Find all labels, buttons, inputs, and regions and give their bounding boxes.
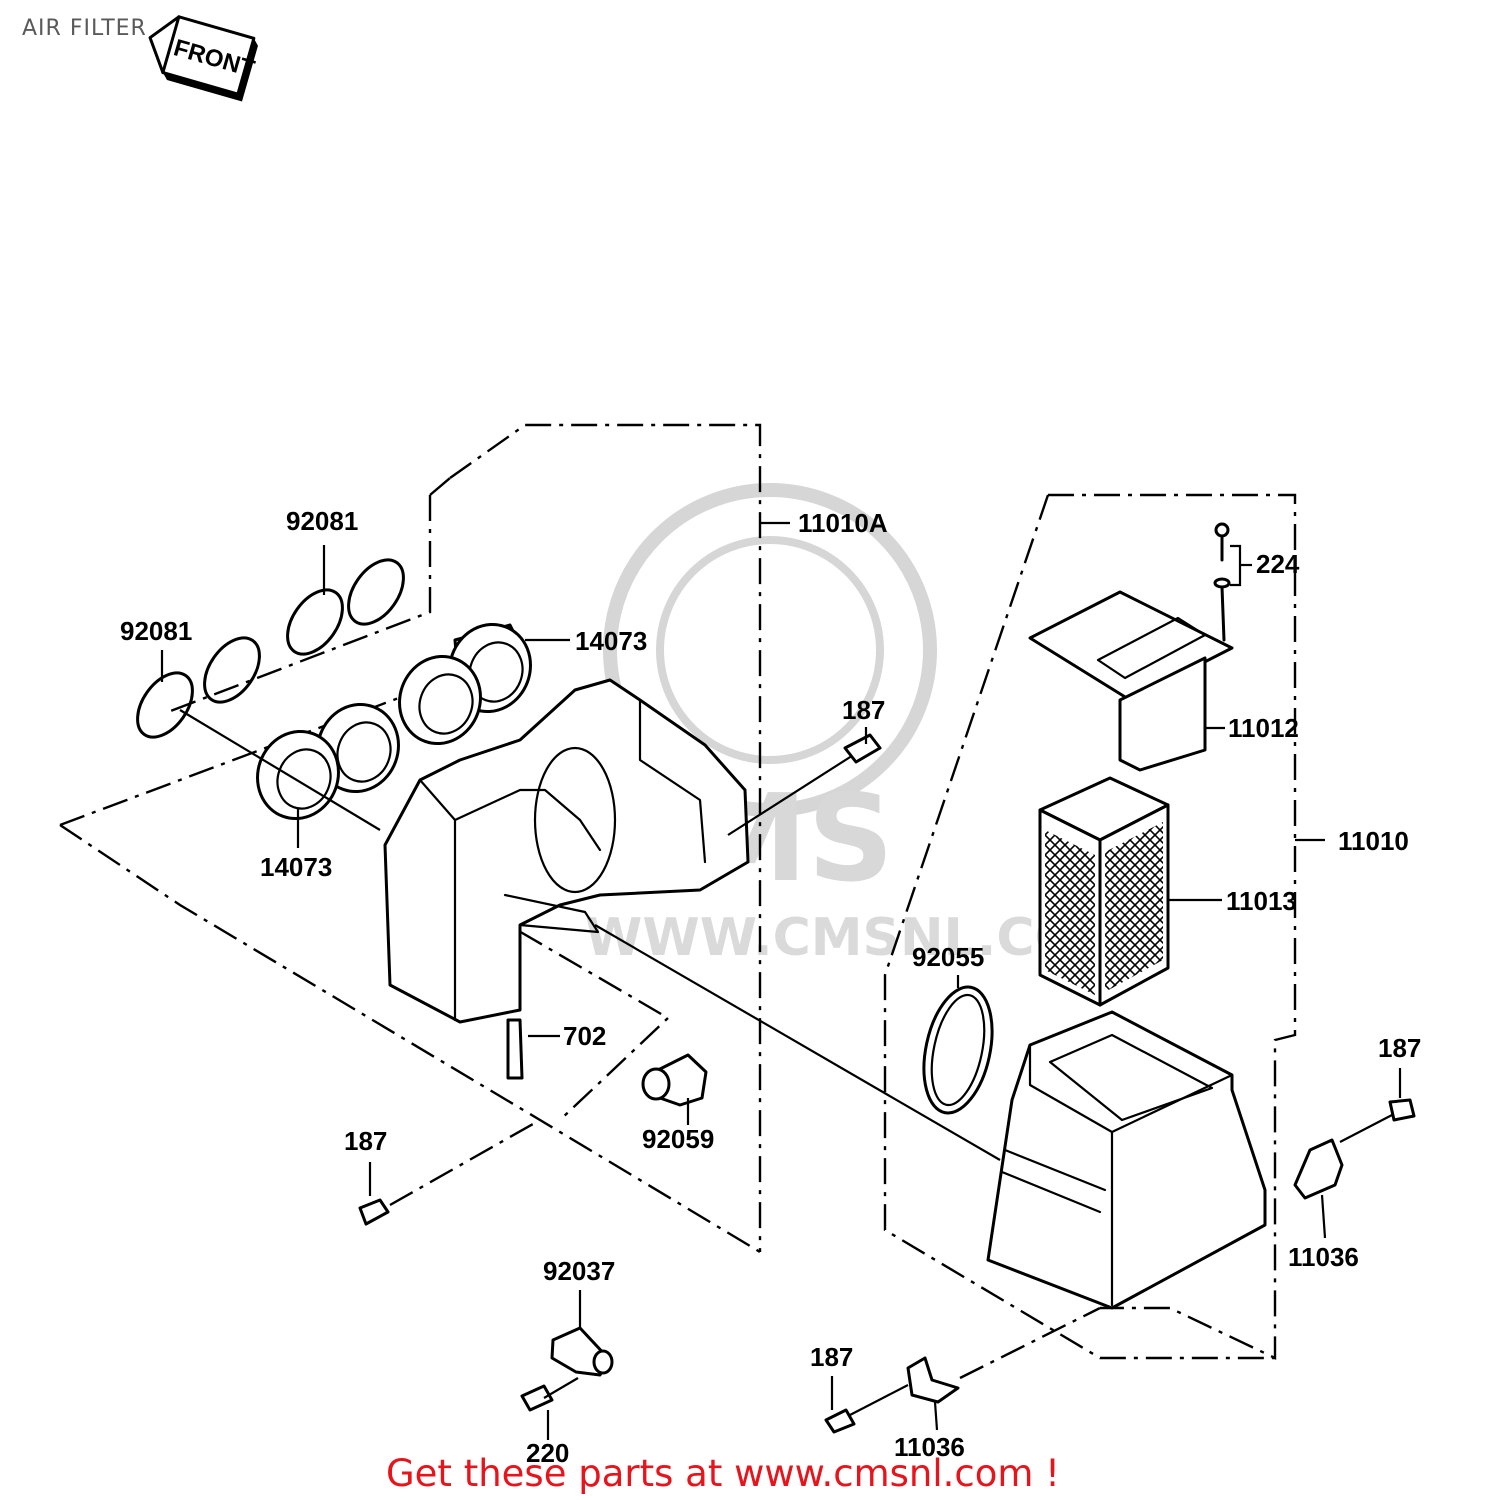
screws-224	[1213, 522, 1252, 642]
drain-plug-702	[506, 1018, 560, 1080]
gasket-92055	[922, 985, 994, 1115]
bolt-187-left	[358, 1118, 541, 1226]
callout-11010: 11010	[1338, 826, 1409, 856]
callout-92081-lower: 92081	[120, 616, 192, 646]
o-ring	[136, 671, 194, 739]
leader-lines	[160, 521, 1325, 988]
callout-labels: 92081 92081 14073 14073 11010A 187 224 1…	[120, 506, 1421, 1468]
upper-housing	[383, 678, 750, 1024]
callout-11010A: 11010A	[798, 508, 888, 538]
o-rings-92081	[136, 558, 405, 739]
boundary-11010	[883, 493, 1297, 1360]
filter-element-11013	[1038, 776, 1222, 1007]
bolt-187-bottom	[824, 1376, 909, 1434]
lower-case	[986, 1010, 1267, 1310]
callout-14073-left: 14073	[260, 852, 332, 882]
callout-92055: 92055	[912, 942, 984, 972]
filter-cover-11012	[1028, 590, 1234, 772]
callout-92059: 92059	[642, 1124, 714, 1154]
callout-220: 220	[526, 1438, 569, 1468]
callout-224: 224	[1256, 549, 1300, 579]
page-title: AIR FILTER	[22, 16, 147, 41]
duct	[256, 729, 340, 821]
callout-11036-bottom: 11036	[894, 1432, 965, 1462]
bolt-220	[520, 1377, 579, 1440]
o-ring	[286, 588, 344, 656]
watermark-ring	[603, 483, 937, 817]
o-ring	[203, 636, 261, 704]
elbow-92059	[641, 1053, 708, 1125]
callout-702: 702	[563, 1021, 606, 1051]
bolt-187-mid	[727, 733, 882, 836]
callout-92081-upper: 92081	[286, 506, 358, 536]
bolt-187-right	[1339, 1068, 1416, 1143]
callout-187-bottom: 187	[810, 1342, 853, 1372]
callout-14073-right: 14073	[575, 626, 647, 656]
front-marker: FRONT	[148, 15, 258, 102]
intake-ducts-14073	[256, 622, 532, 821]
callout-11012: 11012	[1228, 713, 1299, 743]
ring-alignment-line	[179, 709, 381, 831]
bracket-11036-right	[1293, 1138, 1344, 1239]
callout-187-left: 187	[344, 1126, 387, 1156]
callout-11013: 11013	[1226, 886, 1297, 916]
callout-92037: 92037	[543, 1256, 615, 1286]
boundary-11010A	[59, 423, 762, 1254]
clamp-92037	[550, 1290, 614, 1377]
watermark-inner-ring	[656, 536, 884, 764]
callout-187-right: 187	[1378, 1033, 1421, 1063]
callout-11036-right: 11036	[1288, 1242, 1359, 1272]
callout-187-mid: 187	[842, 695, 885, 725]
duct	[398, 654, 482, 746]
o-ring	[347, 558, 405, 626]
footer-parts-link[interactable]: Get these parts at www.cmsnl.com !	[386, 1452, 1061, 1495]
assembly-line	[594, 924, 1001, 1161]
bracket-11036-bottom	[906, 1306, 1101, 1431]
